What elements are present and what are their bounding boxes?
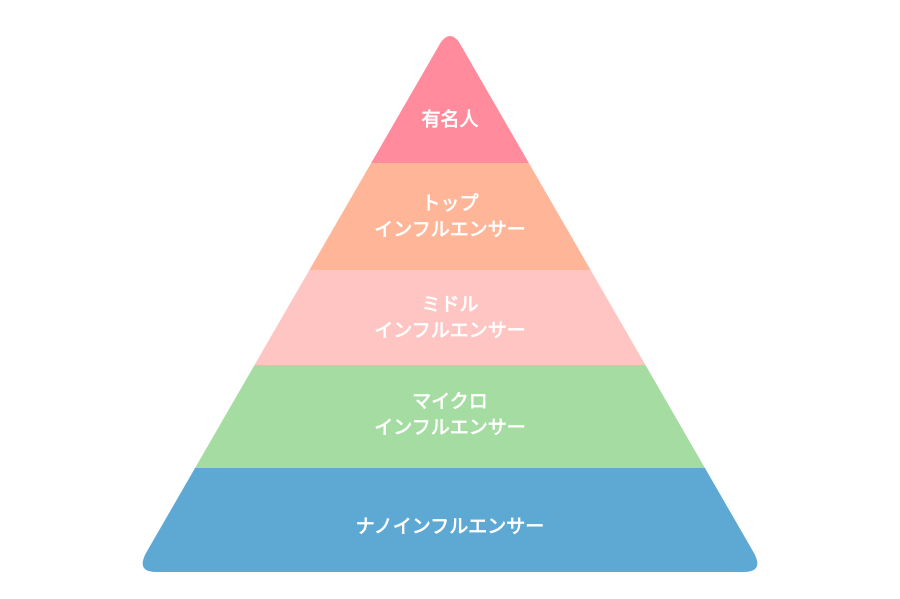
tier-label-nano-line-1: ナノインフルエンサー bbox=[356, 516, 544, 538]
tier-label-top-line-1: トップ bbox=[421, 192, 479, 215]
pyramid-tier-micro bbox=[142, 365, 758, 468]
tier-label-top-line-2: インフルエンサー bbox=[374, 219, 525, 241]
tier-label-micro-line-2: インフルエンサー bbox=[374, 417, 525, 439]
pyramid-tier-celebrity bbox=[142, 36, 758, 163]
tier-label-middle-line-2: インフルエンサー bbox=[374, 320, 525, 342]
pyramid-tier-middle bbox=[142, 270, 758, 365]
pyramid-tier-nano bbox=[142, 468, 758, 572]
tier-label-micro-line-1: マイクロ bbox=[412, 391, 488, 413]
tier-label-middle-line-1: ミドル bbox=[421, 294, 478, 316]
pyramid-tier-top bbox=[142, 163, 758, 270]
tier-label-celebrity-line-1: 有名人 bbox=[421, 108, 479, 131]
